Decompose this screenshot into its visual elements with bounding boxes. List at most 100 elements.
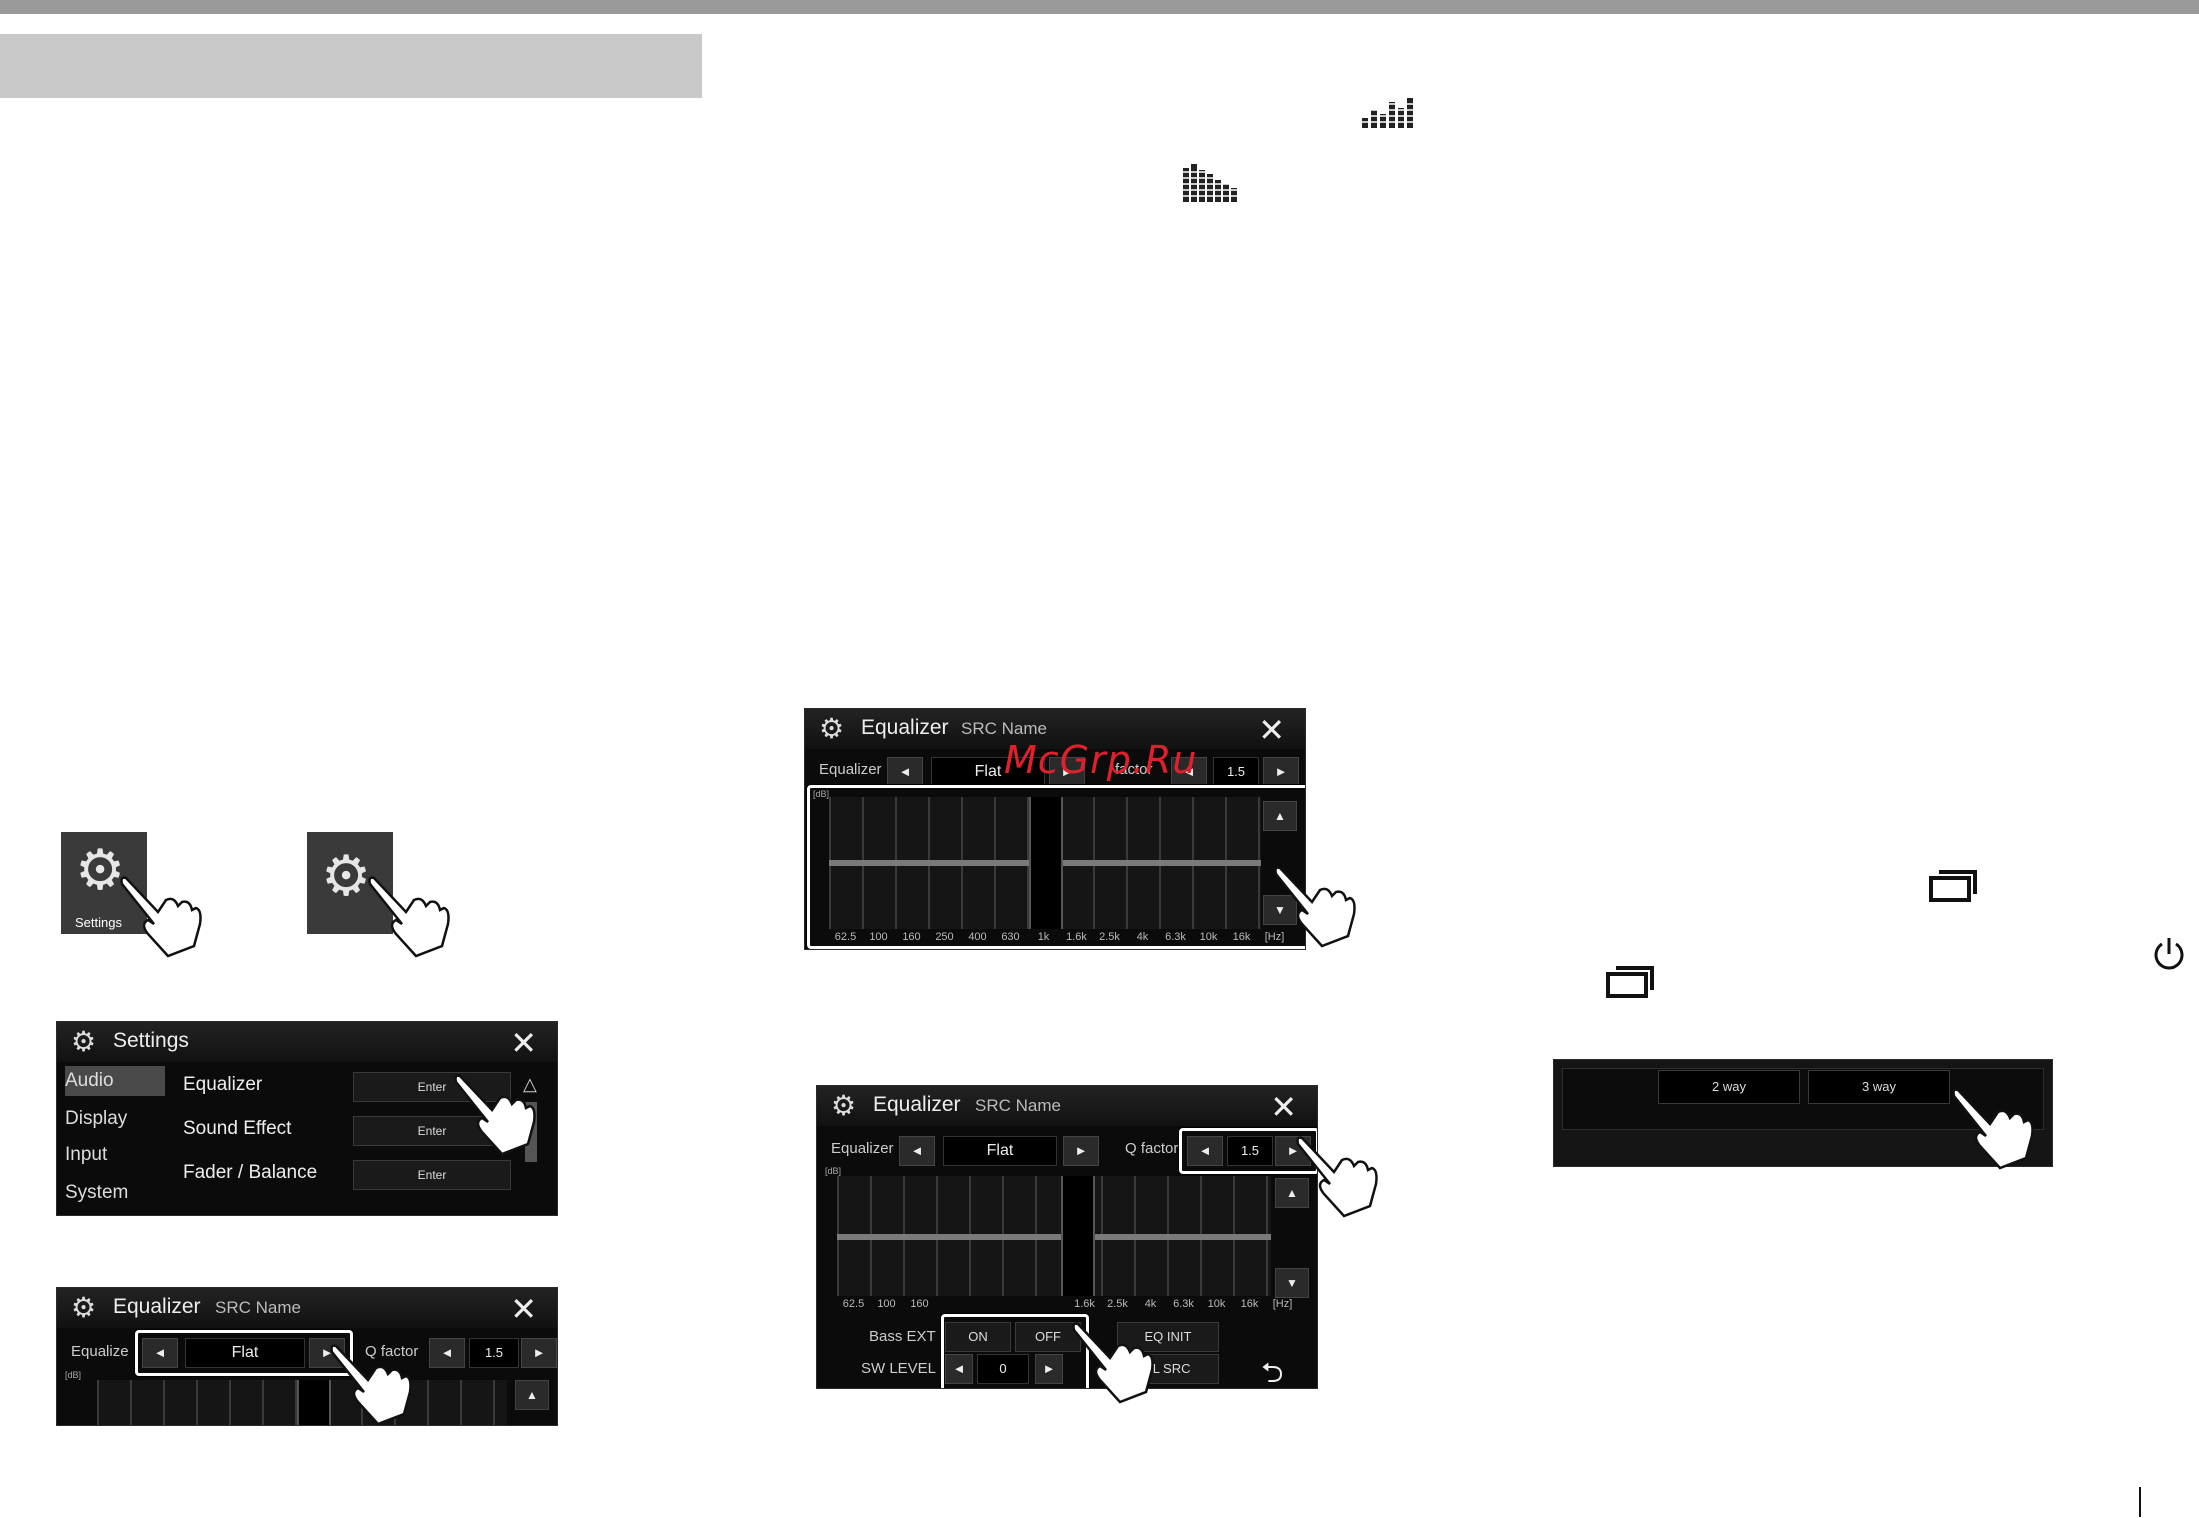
gear-icon: ⚙ bbox=[71, 1026, 97, 1057]
preset-prev-button[interactable]: ◄ bbox=[899, 1136, 935, 1166]
q-next-button[interactable]: ► bbox=[1263, 757, 1299, 787]
scroll-down-button[interactable]: ▼ bbox=[1263, 895, 1297, 925]
category-audio[interactable]: Audio bbox=[65, 1070, 114, 1091]
freq-tick: 2.5k bbox=[1107, 1298, 1128, 1310]
tap-hand-icon bbox=[1274, 866, 1356, 948]
fader-enter-button[interactable]: Enter bbox=[353, 1160, 511, 1190]
preset-prev-button[interactable]: ◄ bbox=[887, 757, 923, 787]
equalizer-screen-bottom: ⚙ Equalizer SRC Name ✕ Equalizer ◄ Flat … bbox=[816, 1085, 1318, 1389]
sw-level-label: SW LEVEL bbox=[861, 1360, 937, 1377]
q-factor-value: 1.5 bbox=[1213, 757, 1259, 787]
eq-zero-line bbox=[837, 1234, 1271, 1240]
page-edge-rule bbox=[2139, 1487, 2141, 1517]
q-factor-label: Q factor bbox=[1125, 1140, 1179, 1157]
q-factor-value: 1.5 bbox=[469, 1338, 519, 1368]
equalizer-screen-small: ⚙ Equalizer SRC Name ✕ Equalize ◄ Flat ►… bbox=[56, 1287, 558, 1426]
bass-ext-off-button[interactable]: OFF bbox=[1015, 1322, 1081, 1352]
q-factor-label: Q factor bbox=[365, 1343, 419, 1360]
db-scale-label: [dB] bbox=[813, 789, 830, 799]
preset-next-button[interactable]: ► bbox=[1049, 757, 1085, 787]
menu-item-equalizer[interactable]: Equalizer bbox=[183, 1074, 263, 1095]
equalizer-enter-button[interactable]: Enter bbox=[353, 1072, 511, 1102]
close-icon[interactable]: ✕ bbox=[510, 1025, 537, 1061]
close-icon[interactable]: ✕ bbox=[1270, 1089, 1297, 1125]
settings-title-bar: ⚙ Settings ✕ bbox=[57, 1022, 557, 1062]
preset-next-button[interactable]: ► bbox=[1063, 1136, 1099, 1166]
bass-ext-on-button[interactable]: ON bbox=[945, 1322, 1011, 1352]
category-highlight bbox=[65, 1066, 165, 1096]
category-input[interactable]: Input bbox=[65, 1144, 108, 1165]
close-icon[interactable]: ✕ bbox=[1258, 712, 1285, 748]
freq-tick: 100 bbox=[869, 931, 888, 943]
preset-value: Flat bbox=[185, 1338, 305, 1368]
sw-level-down-button[interactable]: ◄ bbox=[945, 1354, 973, 1384]
freq-tick: 1k bbox=[1037, 931, 1050, 943]
highlight-preset bbox=[135, 1330, 353, 1376]
selected-band[interactable] bbox=[1029, 797, 1063, 929]
eq-band-grid[interactable] bbox=[837, 1176, 1271, 1296]
scroll-up-button[interactable]: ▲ bbox=[1275, 1178, 1309, 1208]
category-system[interactable]: System bbox=[65, 1182, 129, 1203]
eq-title: Equalizer bbox=[873, 1093, 961, 1116]
selected-band[interactable] bbox=[297, 1380, 331, 1425]
tap-hand-icon bbox=[120, 876, 202, 958]
window-switch-icon-2 bbox=[1606, 966, 1654, 998]
freq-tick: 62.5 bbox=[842, 1298, 865, 1310]
freq-tick: 62.5 bbox=[834, 931, 857, 943]
scroll-up-icon[interactable]: △ bbox=[523, 1074, 537, 1094]
sw-level-up-button[interactable]: ► bbox=[1035, 1354, 1063, 1384]
gear-icon: ⚙ bbox=[819, 713, 845, 744]
q-prev-button[interactable]: ◄ bbox=[429, 1338, 465, 1368]
preset-prev-button[interactable]: ◄ bbox=[142, 1338, 178, 1368]
selected-band[interactable] bbox=[1061, 1176, 1095, 1296]
tap-hand-icon bbox=[1296, 1136, 1378, 1218]
xover-2way-button[interactable]: 2 way bbox=[1658, 1070, 1800, 1104]
eq-title-bar: ⚙ Equalizer SRC Name ✕ bbox=[57, 1288, 557, 1328]
menu-item-sound-effect[interactable]: Sound Effect bbox=[183, 1118, 292, 1139]
freq-tick: 250 bbox=[935, 931, 954, 943]
db-scale-label: [dB] bbox=[65, 1370, 82, 1380]
highlight-band-area bbox=[807, 785, 1305, 949]
freq-tick: 100 bbox=[877, 1298, 896, 1310]
scroll-up-button[interactable]: ▲ bbox=[1263, 801, 1297, 831]
settings-tile-label: Settings bbox=[75, 915, 122, 930]
xover-3way-button[interactable]: 3 way bbox=[1808, 1070, 1950, 1104]
scroll-down-button[interactable]: ▼ bbox=[1275, 1268, 1309, 1298]
menu-item-fader-balance[interactable]: Fader / Balance bbox=[183, 1162, 318, 1183]
equalizer-detail-icon bbox=[1183, 164, 1243, 202]
eq-title-bar: ⚙ Equalizer SRC Name ✕ bbox=[805, 709, 1305, 749]
highlight-bass-controls bbox=[941, 1314, 1089, 1388]
category-display[interactable]: Display bbox=[65, 1108, 128, 1129]
tap-hand-icon bbox=[330, 1344, 412, 1426]
freq-tick: 16k bbox=[1240, 1298, 1259, 1310]
tap-hand-icon bbox=[1072, 1322, 1154, 1404]
xover-network-screen: 2 way 3 way bbox=[1553, 1059, 2053, 1167]
eq-title-bar: ⚙ Equalizer SRC Name ✕ bbox=[817, 1086, 1317, 1126]
freq-tick: [Hz] bbox=[1264, 931, 1285, 943]
eq-title: Equalizer bbox=[861, 716, 949, 739]
settings-tile-with-label[interactable]: ⚙ Settings bbox=[61, 832, 147, 934]
eq-preset-label: Equalizer bbox=[819, 761, 882, 778]
back-icon[interactable]: ⮌ bbox=[1261, 1357, 1284, 1388]
q-next-button[interactable]: ► bbox=[521, 1338, 557, 1368]
scroll-up-button[interactable]: ▲ bbox=[515, 1380, 549, 1410]
freq-tick: [Hz] bbox=[1272, 1298, 1293, 1310]
freq-tick: 1.6k bbox=[1066, 931, 1087, 943]
eq-band-grid[interactable] bbox=[829, 797, 1261, 929]
q-prev-button[interactable]: ◄ bbox=[1187, 1136, 1223, 1166]
eq-band-grid[interactable] bbox=[97, 1380, 507, 1425]
watermark: McGrp.Ru bbox=[1004, 738, 1198, 782]
close-icon[interactable]: ✕ bbox=[510, 1291, 537, 1327]
freq-tick: 630 bbox=[1001, 931, 1020, 943]
freq-tick: 10k bbox=[1199, 931, 1218, 943]
equalizer-icon bbox=[1362, 98, 1414, 128]
preset-value: Flat bbox=[931, 757, 1045, 787]
q-factor-value: 1.5 bbox=[1227, 1136, 1273, 1166]
freq-tick: 16k bbox=[1232, 931, 1251, 943]
eq-preset-label: Equalize bbox=[71, 1343, 129, 1360]
freq-tick: 1.6k bbox=[1074, 1298, 1095, 1310]
preset-value: Flat bbox=[943, 1136, 1057, 1166]
gear-icon: ⚙ bbox=[71, 1292, 97, 1323]
